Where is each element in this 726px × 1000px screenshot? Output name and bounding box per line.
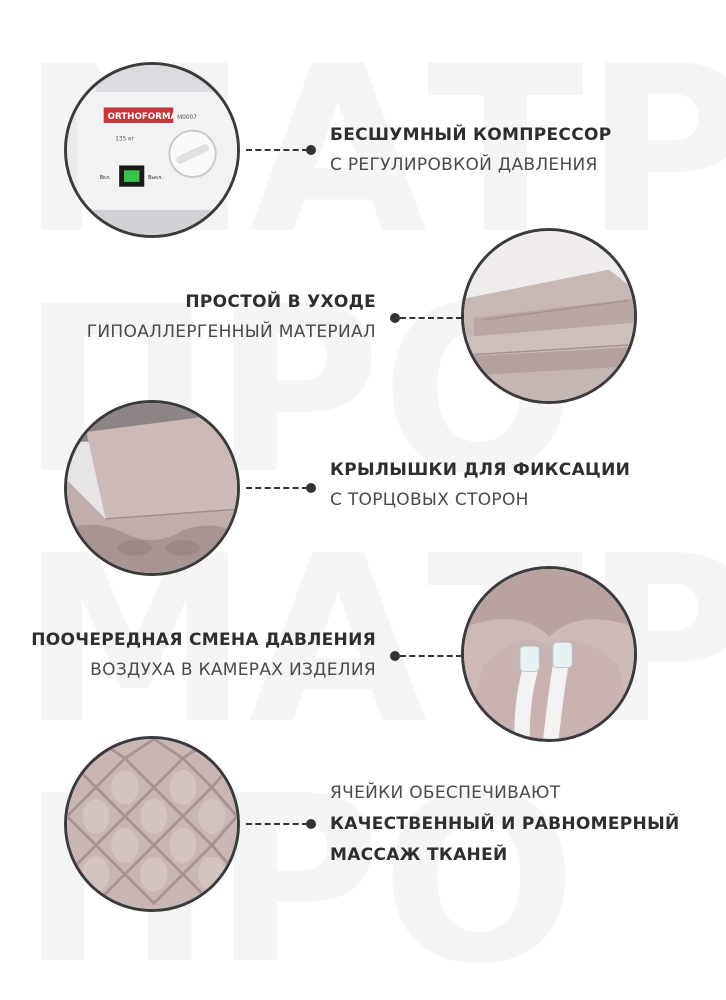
- connector-5: [246, 819, 316, 829]
- cell-pattern-image: [64, 736, 240, 912]
- folded-fabric-image: [461, 228, 637, 404]
- feature-2-title: ПРОСТОЙ В УХОДЕ: [185, 292, 376, 312]
- compressor-image: ORTHOFORMA M0007 135 кг Вкл. Выкл.: [64, 62, 240, 238]
- feature-1-text: БЕСШУМНЫЙ КОМПРЕССОР С РЕГУЛИРОВКОЙ ДАВЛ…: [330, 120, 612, 180]
- folded-fabric-icon: [464, 231, 634, 401]
- feature-4-title: ПООЧЕРЕДНАЯ СМЕНА ДАВЛЕНИЯ: [31, 630, 376, 650]
- connector-2: [390, 313, 462, 323]
- connector-3: [246, 483, 316, 493]
- brand-label: ORTHOFORMA: [108, 112, 178, 122]
- mattress-wing-icon: [67, 403, 237, 573]
- weight-label: 135 кг: [115, 136, 134, 142]
- feature-5-text: ЯЧЕЙКИ ОБЕСПЕЧИВАЮТ КАЧЕСТВЕННЫЙ И РАВНО…: [330, 778, 680, 871]
- cell-pattern-icon: [67, 739, 237, 909]
- feature-4-text: ПООЧЕРЕДНАЯ СМЕНА ДАВЛЕНИЯ ВОЗДУХА В КАМ…: [31, 625, 376, 685]
- switch-on-label: Вкл.: [100, 175, 111, 181]
- feature-1-subtitle: С РЕГУЛИРОВКОЙ ДАВЛЕНИЯ: [330, 155, 598, 175]
- switch-off-label: Выкл.: [148, 175, 163, 181]
- feature-2-text: ПРОСТОЙ В УХОДЕ ГИПОАЛЛЕРГЕННЫЙ МАТЕРИАЛ: [87, 287, 376, 347]
- air-tube-image: [461, 566, 637, 742]
- feature-5-title-2: МАССАЖ ТКАНЕЙ: [330, 845, 508, 865]
- compressor-icon: ORTHOFORMA M0007 135 кг Вкл. Выкл.: [67, 65, 237, 235]
- feature-3-title: КРЫЛЫШКИ ДЛЯ ФИКСАЦИИ: [330, 460, 631, 480]
- air-tube-icon: [464, 569, 634, 739]
- feature-1-title: БЕСШУМНЫЙ КОМПРЕССОР: [330, 125, 612, 145]
- connector-4: [390, 651, 462, 661]
- feature-3-subtitle: С ТОРЦОВЫХ СТОРОН: [330, 490, 529, 510]
- connector-1: [246, 145, 316, 155]
- model-label: M0007: [177, 115, 197, 121]
- mattress-wing-image: [64, 400, 240, 576]
- feature-2-subtitle: ГИПОАЛЛЕРГЕННЫЙ МАТЕРИАЛ: [86, 322, 376, 342]
- feature-3-text: КРЫЛЫШКИ ДЛЯ ФИКСАЦИИ С ТОРЦОВЫХ СТОРОН: [330, 455, 630, 515]
- feature-5-intro: ЯЧЕЙКИ ОБЕСПЕЧИВАЮТ: [330, 783, 561, 803]
- feature-5-title: КАЧЕСТВЕННЫЙ И РАВНОМЕРНЫЙ: [330, 814, 680, 834]
- feature-4-subtitle: ВОЗДУХА В КАМЕРАХ ИЗДЕЛИЯ: [90, 660, 376, 680]
